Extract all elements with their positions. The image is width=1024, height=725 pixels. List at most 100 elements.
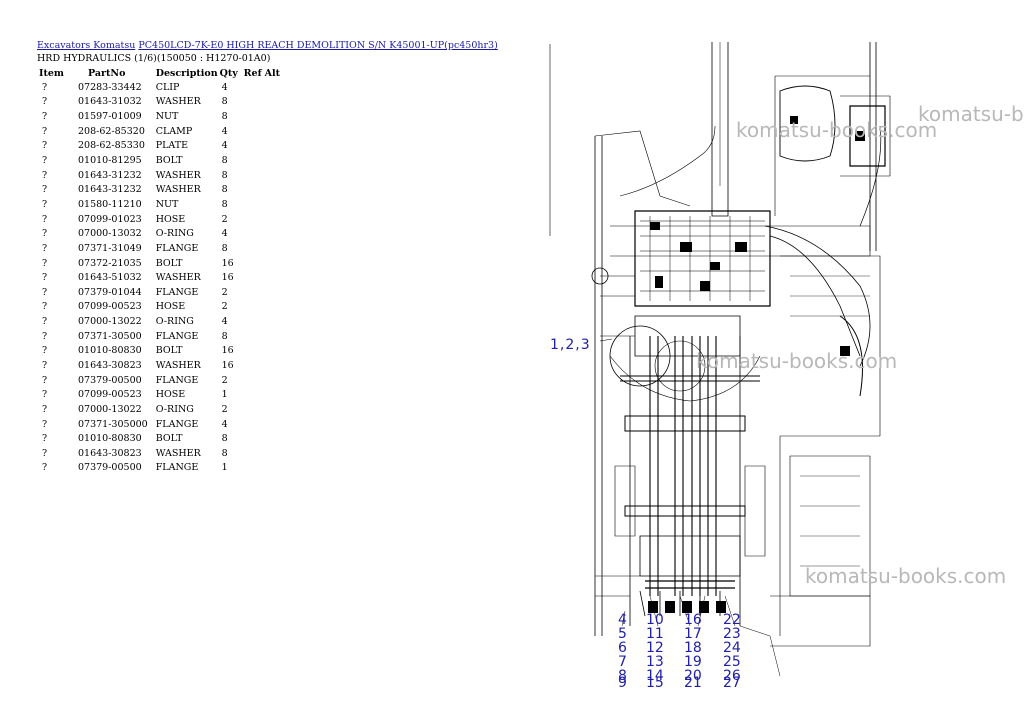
callout-number: 8 [618, 668, 627, 684]
cell-qty: 2 [221, 374, 228, 386]
cell-partno: 01643-51032 [78, 272, 142, 284]
cell-qty: 16 [221, 359, 234, 371]
exploded-diagram: komatsu-b komatsu-books.com komatsu-book… [540, 36, 1024, 725]
cell-qty: 16 [221, 345, 234, 357]
cell-qty: 8 [221, 96, 228, 108]
cell-qty: 8 [221, 242, 228, 254]
cell-partno: 07099-00523 [78, 389, 142, 401]
cell-partno: 01643-30823 [78, 359, 142, 371]
cell-partno: 01010-80830 [78, 345, 142, 357]
cell-description: WASHER [155, 96, 201, 108]
cell-item: ? [42, 447, 48, 459]
cell-description: NUT [155, 111, 179, 123]
cell-partno: 01643-31032 [78, 96, 142, 108]
cell-item: ? [42, 111, 48, 123]
cell-description: O-RING [155, 228, 194, 240]
cell-description: WASHER [155, 359, 201, 371]
cell-description: WASHER [155, 272, 201, 284]
callout-number: 6 [618, 640, 627, 656]
callout-number: 11 [646, 626, 664, 642]
cell-partno: 07371-31049 [78, 242, 142, 254]
callout-number: 21 [684, 675, 702, 691]
breadcrumb-link-category[interactable]: Excavators Komatsu [37, 40, 136, 51]
breadcrumb-link-model[interactable]: PC450LCD-7K-E0 HIGH REACH DEMOLITION S/N… [138, 40, 498, 51]
cell-qty: 4 [221, 140, 228, 152]
cell-item: ? [42, 228, 48, 240]
cell-partno: 07379-00500 [78, 374, 142, 386]
cell-qty: 16 [221, 272, 234, 284]
cell-qty: 4 [221, 125, 228, 137]
cell-description: BOLT [155, 433, 183, 445]
callout-number: 15 [646, 675, 664, 691]
callout-number: 13 [646, 654, 664, 670]
cell-item: ? [42, 213, 48, 225]
parts-table: Item PartNo Description Qty Ref Alt ?072… [35, 66, 280, 475]
column-header-item: Item [39, 67, 64, 79]
cell-partno: 07372-21035 [78, 257, 142, 269]
column-header-qty: Qty [219, 67, 238, 79]
cell-item: ? [42, 462, 48, 474]
watermark: komatsu-books.com [805, 564, 1007, 588]
cell-description: HOSE [155, 389, 186, 401]
watermark: komatsu-books.com [696, 349, 898, 373]
cell-description: FLANGE [155, 462, 199, 474]
cell-item: ? [42, 286, 48, 298]
callout-number: 23 [723, 626, 741, 642]
cell-description: WASHER [155, 169, 201, 181]
cell-item: ? [42, 345, 48, 357]
callout-number: 18 [684, 640, 702, 656]
cell-qty: 4 [221, 81, 228, 93]
column-header-partno: PartNo [88, 67, 126, 79]
cell-qty: 8 [221, 433, 228, 445]
cell-partno: 07099-01023 [78, 213, 142, 225]
cell-partno: 208-62-85320 [78, 125, 145, 137]
cell-partno: 07371-305000 [78, 418, 148, 430]
cell-qty: 8 [221, 330, 228, 342]
cell-partno: 01643-30823 [78, 447, 142, 459]
callout-number: 9 [618, 675, 627, 691]
cell-partno: 07000-13032 [78, 228, 142, 240]
cell-item: ? [42, 81, 48, 93]
watermark: komatsu-books.com [736, 118, 938, 142]
cell-description: WASHER [155, 184, 201, 196]
cell-partno: 07379-00500 [78, 462, 142, 474]
cell-partno: 01010-80830 [78, 433, 142, 445]
cell-item: ? [42, 389, 48, 401]
cell-description: CLIP [155, 81, 180, 93]
cell-item: ? [42, 169, 48, 181]
callout-number: 27 [723, 675, 741, 691]
cell-qty: 2 [221, 301, 228, 313]
cell-item: ? [42, 272, 48, 284]
cell-partno: 07283-33442 [78, 81, 142, 93]
cell-qty: 4 [221, 316, 228, 328]
callout-number: 19 [684, 654, 702, 670]
table-row: ? 07283-33442 CLIP 4 [35, 80, 280, 95]
hydraulics-drawing [549, 42, 891, 677]
cell-partno: 01010-81295 [78, 155, 142, 167]
cell-item: ? [42, 155, 48, 167]
table-row: ? 01643-51032 WASHER 16 [35, 270, 280, 285]
cell-item: ? [42, 125, 48, 137]
watermark: komatsu-b [918, 102, 1024, 126]
cell-partno: 07099-00523 [78, 301, 142, 313]
cell-description: FLANGE [155, 418, 199, 430]
cell-item: ? [42, 418, 48, 430]
cell-qty: 8 [221, 169, 228, 181]
